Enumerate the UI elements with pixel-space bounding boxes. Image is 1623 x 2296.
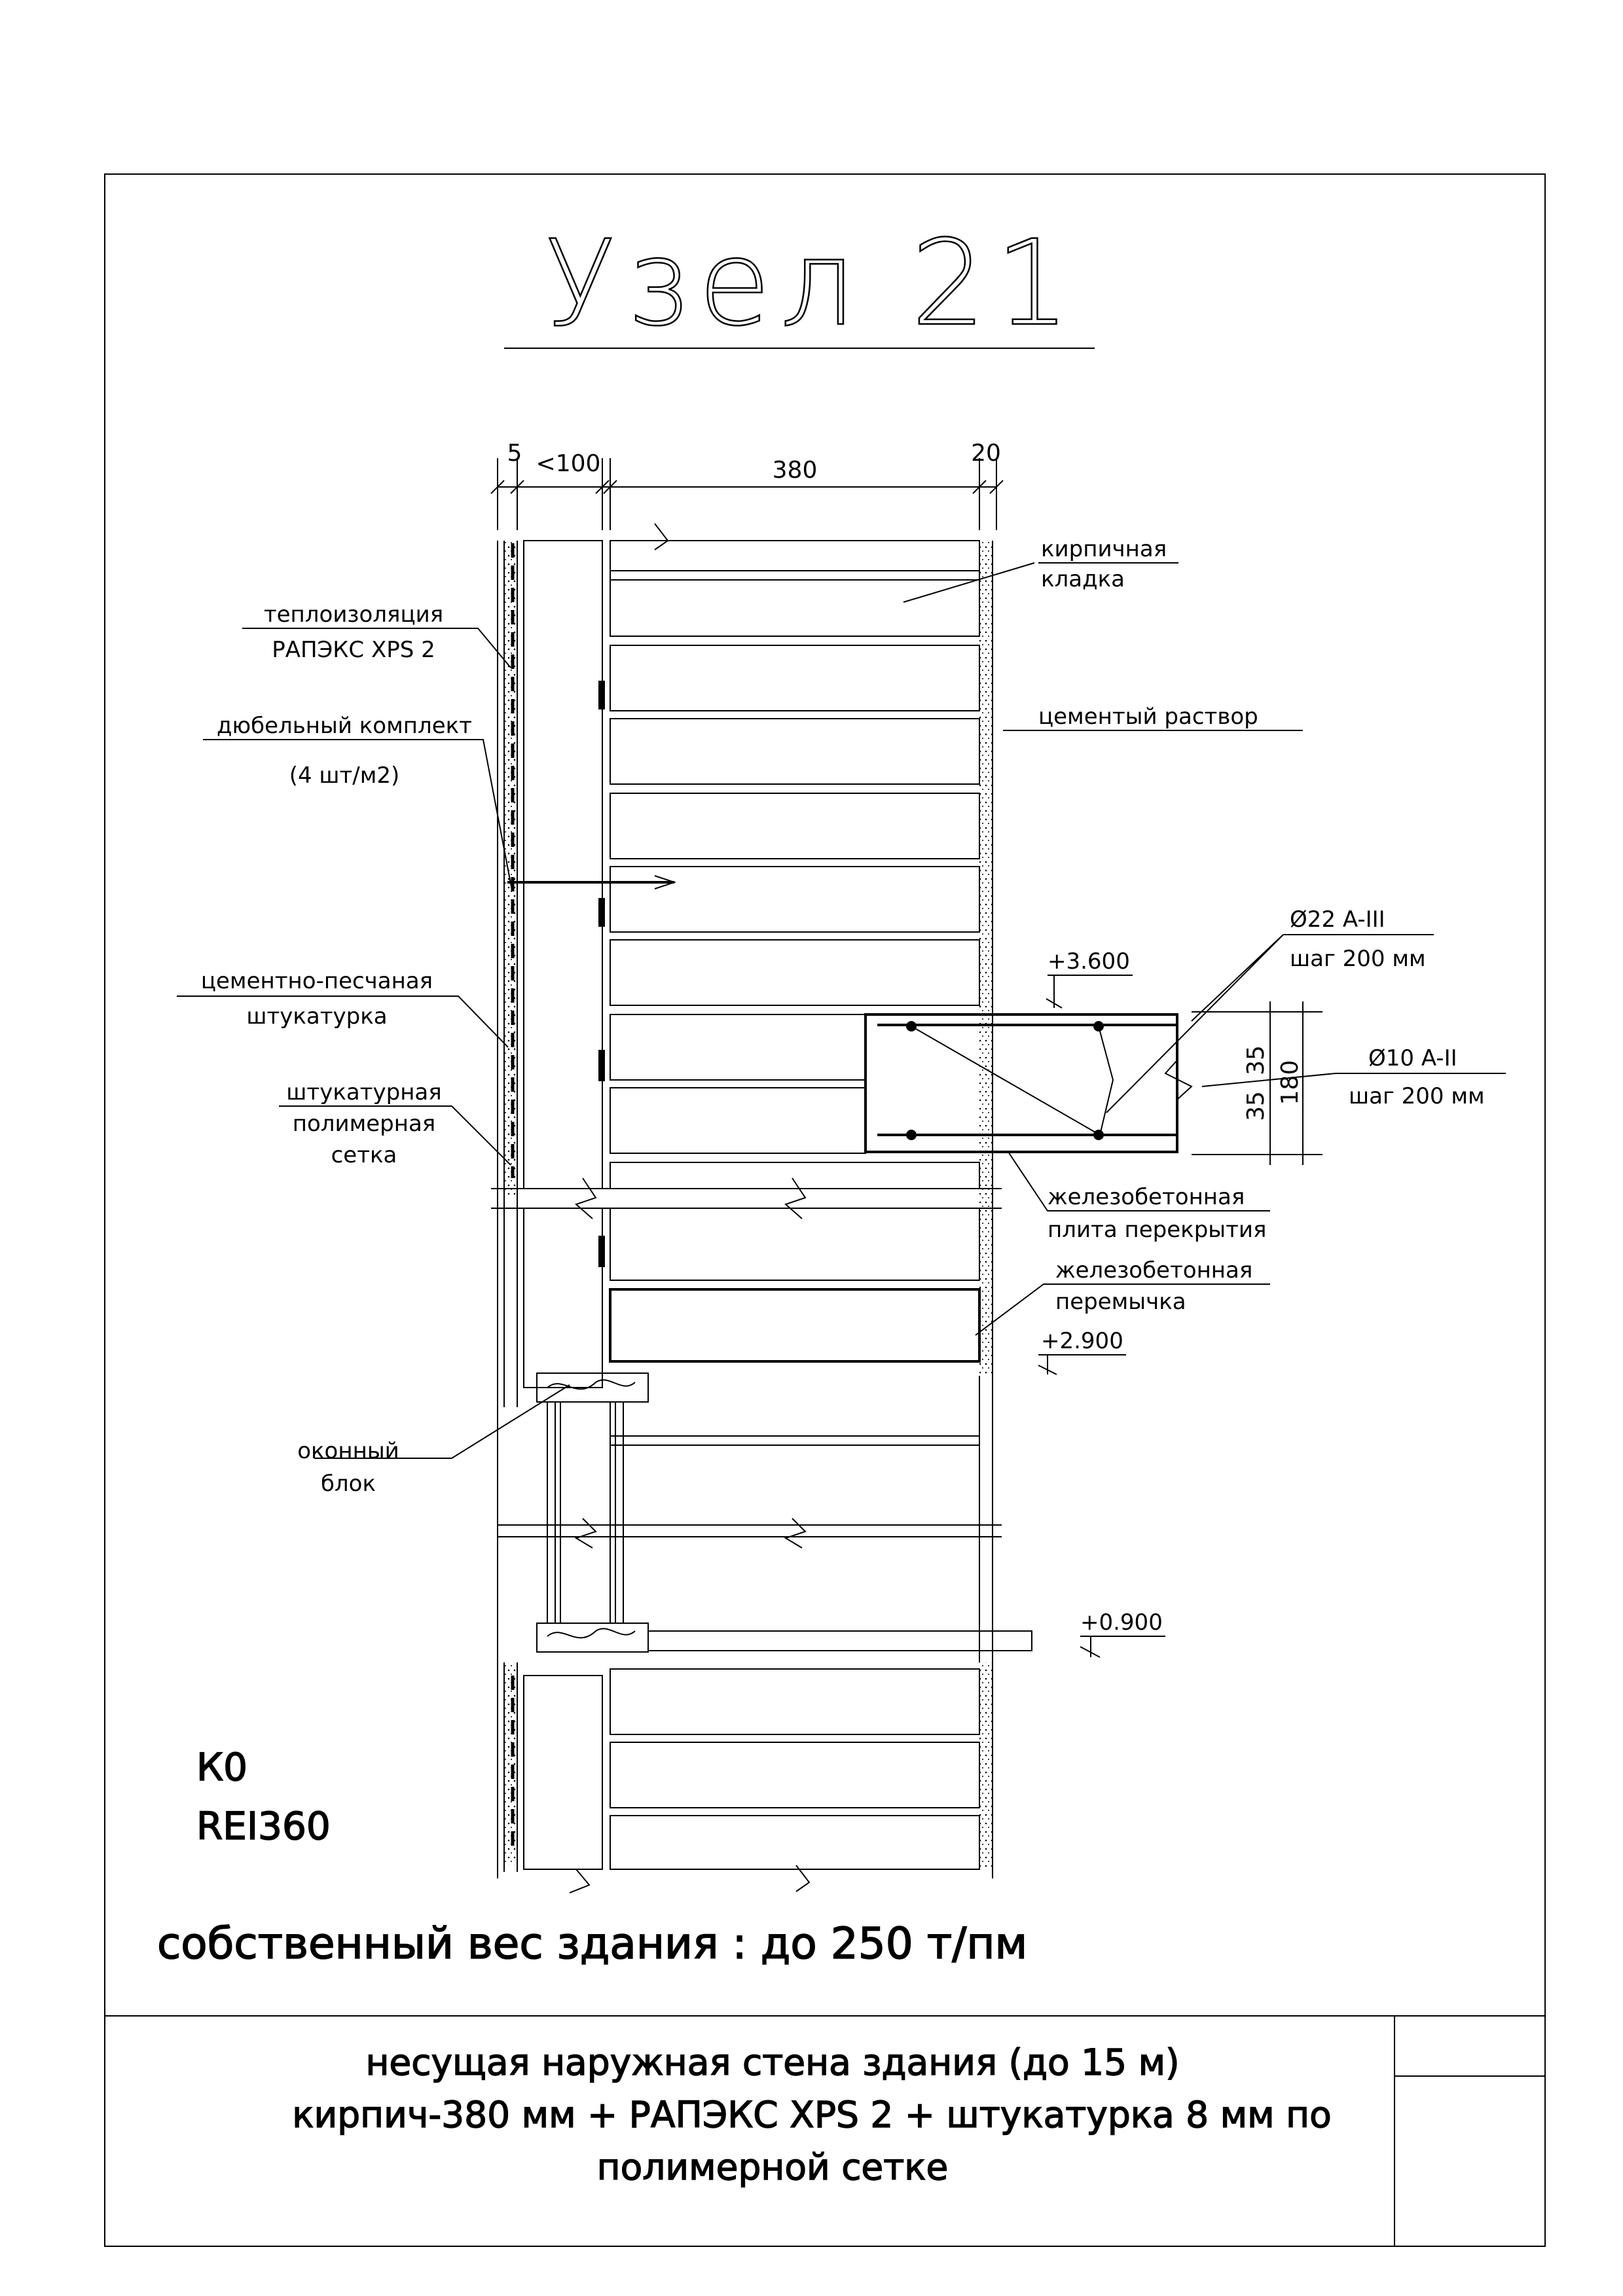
label-brick-1: кирпичная [1041, 536, 1167, 562]
label-slab-2: плита перекрытия [1048, 1217, 1266, 1243]
dimension-chain: 5 <100 380 20 [490, 440, 1004, 530]
leader-lines [177, 562, 1506, 1459]
label-plaster-1: цементно-песчаная [201, 968, 433, 994]
label-dowel-1: дюбельный комплект [217, 713, 472, 739]
label-lintel-2: перемычка [1055, 1289, 1186, 1315]
label-dowel-2: (4 шт/м2) [289, 762, 400, 789]
break-lines [491, 523, 1002, 1893]
level-marks: +3.600 +2.900 +0.900 [1038, 948, 1165, 1658]
label-window-1: оконный [297, 1438, 399, 1464]
label-mesh-1: штукатурная [286, 1079, 441, 1105]
label-lintel-1: железобетонная [1055, 1257, 1252, 1283]
level-3600: +3.600 [1048, 948, 1130, 975]
level-2900: +2.900 [1041, 1328, 1123, 1354]
fire-resistance: REI360 [196, 1804, 331, 1848]
label-window-2: блок [321, 1471, 376, 1497]
weight-note: собственный вес здания : до 250 т/пм [157, 1918, 1027, 1969]
plaster-layer [497, 541, 518, 1878]
dim-plaster: 5 [507, 440, 522, 467]
fire-class: К0 [196, 1745, 247, 1789]
label-insulation-2: РАПЭКС XPS 2 [272, 637, 435, 663]
label-insulation-1: теплоизоляция [264, 601, 443, 628]
concrete-slab [864, 1013, 1193, 1153]
label-rebar22-2: шаг 200 мм [1290, 946, 1426, 972]
label-slab-1: железобетонная [1048, 1184, 1245, 1210]
dim-35-top: 35 [1243, 1045, 1269, 1075]
concrete-lintel [609, 1288, 981, 1363]
level-0900: +0.900 [1080, 1609, 1163, 1636]
window-block [498, 1372, 1032, 1653]
sheet-frame [104, 173, 1546, 2247]
label-rebar10-1: Ø10 A-II [1368, 1045, 1457, 1071]
dowel-anchor [507, 875, 677, 889]
dim-insulation: <100 [536, 450, 601, 477]
label-rebar10-2: шаг 200 мм [1349, 1083, 1485, 1109]
footer-line-1: несущая наружная стена здания (до 15 м) [365, 2041, 1179, 2083]
label-brick-2: кладка [1041, 566, 1125, 592]
mortar-layer [979, 541, 993, 1878]
sheet-title: Узел 21 [544, 215, 1079, 352]
dim-35-bottom: 35 [1243, 1091, 1269, 1121]
label-plaster-2: штукатурка [246, 1003, 387, 1030]
insulation-layer [523, 540, 605, 1870]
label-mortar: цементый раствор [1038, 704, 1258, 730]
label-mesh-3: сетка [331, 1142, 397, 1168]
dim-brick: 380 [773, 457, 818, 484]
label-mesh-2: полимерная [293, 1111, 436, 1137]
footer-line-3: полимерной сетке [597, 2146, 949, 2188]
dim-mortar: 20 [971, 440, 1001, 467]
dim-180: 180 [1277, 1060, 1304, 1105]
label-rebar22-1: Ø22 A-III [1290, 906, 1385, 933]
footer-line-2: кирпич-380 мм + РАПЭКС XPS 2 + штукатурк… [292, 2094, 1331, 2136]
slab-dimensions: 35 35 180 [1192, 1001, 1322, 1165]
brick-masonry [610, 540, 980, 1870]
